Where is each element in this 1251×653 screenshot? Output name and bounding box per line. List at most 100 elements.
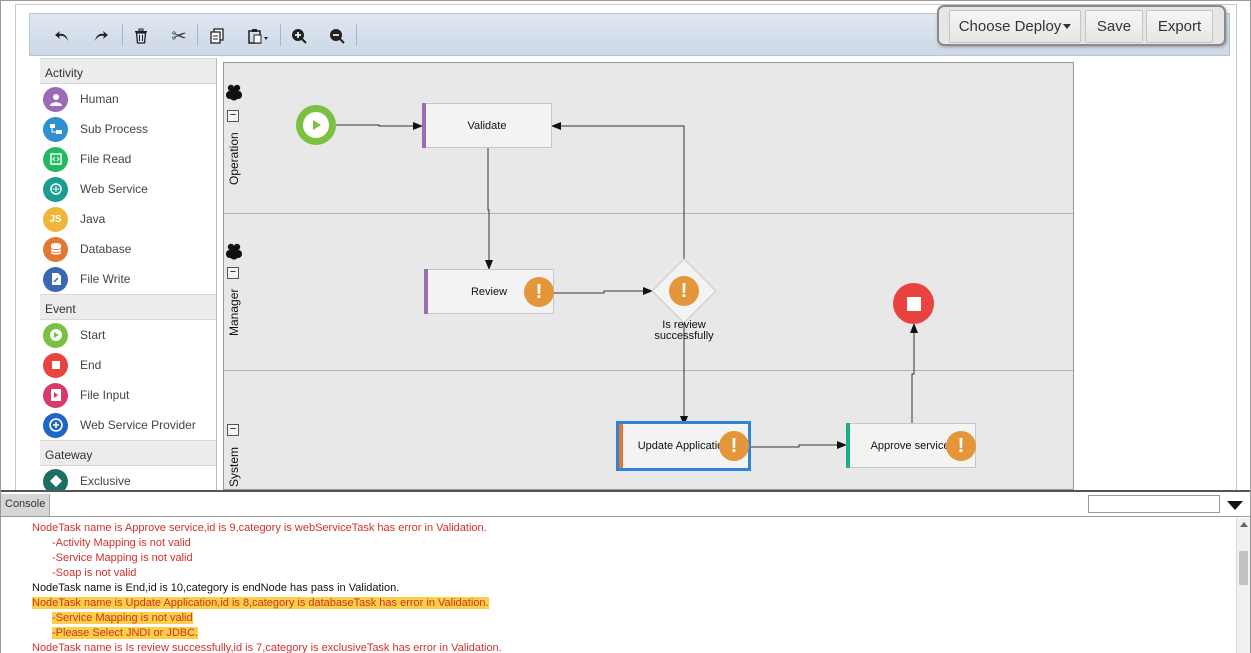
warning-icon[interactable]: !: [669, 276, 699, 306]
start-event-icon: [43, 322, 68, 348]
web-service-provider-icon: [43, 412, 68, 438]
save-button[interactable]: Save: [1085, 10, 1143, 43]
lane-system[interactable]: − System: [224, 371, 1073, 489]
web-service-icon: [43, 176, 68, 202]
action-button-group: Choose Deploy Save Export: [937, 5, 1226, 46]
palette-item-file-write[interactable]: File Write: [40, 264, 216, 294]
redo-icon[interactable]: [86, 24, 116, 48]
copy-icon[interactable]: [202, 24, 232, 48]
end-event-icon: [906, 296, 921, 311]
console-log-line: NodeTask name is Update Application,id i…: [32, 596, 1236, 611]
warning-icon[interactable]: !: [719, 431, 749, 461]
task-label: Review: [470, 285, 508, 298]
end-event[interactable]: [893, 283, 934, 324]
palette-item-label: Database: [80, 242, 132, 256]
task-update-application[interactable]: Update Applicatio !: [616, 421, 751, 471]
palette-item-web-service-provider[interactable]: Web Service Provider: [40, 410, 216, 440]
undo-icon[interactable]: [47, 24, 77, 48]
user-icon: [43, 86, 68, 112]
console-log-line: NodeTask name is End,id is 10,category i…: [32, 581, 1236, 596]
lane-operation[interactable]: − Operation: [224, 63, 1073, 214]
console-log-text: -Service Mapping is not valid: [52, 552, 193, 564]
console-log-text: -Soap is not valid: [52, 567, 137, 579]
palette-item-label: Java: [80, 212, 106, 226]
lane-collapse-button[interactable]: −: [227, 110, 239, 122]
toolbar-separator: [122, 24, 123, 46]
task-label: Approve service: [870, 439, 950, 452]
process-diagram[interactable]: − Operation − Manager − System: [223, 62, 1074, 490]
scissors-icon[interactable]: ✂: [171, 25, 187, 46]
palette-item-human[interactable]: Human: [40, 84, 216, 114]
warning-icon[interactable]: !: [946, 431, 976, 461]
trash-icon[interactable]: [126, 24, 156, 48]
toolbar-separator: [197, 24, 198, 46]
console-toggle-icon[interactable]: [1227, 501, 1243, 510]
palette-item-label: Web Service Provider: [80, 418, 196, 432]
file-write-icon: [43, 266, 68, 292]
task-validate[interactable]: Validate: [422, 103, 552, 148]
exclusive-gateway-icon: [43, 468, 68, 490]
end-event-icon: [43, 352, 68, 378]
task-type-stripe: [846, 423, 850, 468]
palette-item-exclusive[interactable]: Exclusive: [40, 466, 216, 490]
palette-item-file-input[interactable]: File Input: [40, 380, 216, 410]
start-event[interactable]: [296, 105, 336, 145]
toolbar-separator: [356, 24, 357, 46]
flow-gateway-validate: [551, 122, 685, 261]
scroll-up-icon[interactable]: [1240, 522, 1248, 527]
palette-item-sub-process[interactable]: Sub Process: [40, 114, 216, 144]
palette-item-label: File Read: [80, 152, 132, 166]
flow-validate-review: [485, 148, 493, 270]
palette-section-header[interactable]: Gateway: [40, 440, 216, 466]
console-header: Console: [1, 490, 1250, 517]
console-log-line: NodeTask name is Is review successfully,…: [32, 641, 1236, 653]
choose-deploy-button[interactable]: Choose Deploy: [949, 10, 1081, 43]
palette-item-web-service[interactable]: Web Service: [40, 174, 216, 204]
palette-item-database[interactable]: Database: [40, 234, 216, 264]
lane-collapse-button[interactable]: −: [227, 424, 239, 436]
console-filter-input[interactable]: [1088, 495, 1220, 513]
palette-item-file-read[interactable]: File Read: [40, 144, 216, 174]
console-log-text: NodeTask name is End,id is 10,category i…: [32, 582, 400, 594]
flow-review-gateway: [554, 287, 653, 295]
scroll-thumb[interactable]: [1239, 551, 1248, 585]
palette-item-end[interactable]: End: [40, 350, 216, 380]
paste-icon[interactable]: [241, 24, 277, 48]
palette-section-header[interactable]: Event: [40, 294, 216, 320]
console-log: NodeTask name is Approve service,id is 9…: [1, 518, 1236, 653]
database-icon: [43, 236, 68, 262]
console-tab[interactable]: Console: [1, 494, 51, 516]
palette-item-label: Web Service: [80, 182, 148, 196]
task-label: Update Applicatio: [637, 440, 724, 452]
task-approve-service[interactable]: Approve service !: [846, 423, 976, 468]
lane-manager[interactable]: − Manager: [224, 214, 1073, 371]
connectors: [336, 122, 918, 449]
console-log-text: NodeTask name is Update Application,id i…: [32, 597, 489, 609]
palette-item-label: End: [80, 358, 102, 372]
caret-down-icon: [1063, 24, 1072, 29]
warning-icon[interactable]: !: [524, 277, 554, 307]
gateway-label-line: successfully: [654, 330, 714, 342]
file-input-icon: [43, 382, 68, 408]
start-event-icon: [303, 112, 329, 138]
file-read-icon: [43, 146, 68, 172]
zoom-out-icon[interactable]: [322, 24, 352, 48]
console-log-line: -Service Mapping is not valid: [32, 551, 1236, 566]
console-log-line: -Activity Mapping is not valid: [32, 536, 1236, 551]
lane-collapse-button[interactable]: −: [227, 267, 239, 279]
zoom-in-icon[interactable]: [284, 24, 314, 48]
console-log-text: -Activity Mapping is not valid: [52, 537, 191, 549]
gateway-label: Is review successfully: [624, 320, 744, 342]
flow-approve-end: [910, 323, 918, 423]
console-scrollbar[interactable]: [1236, 518, 1250, 653]
palette-item-start[interactable]: Start: [40, 320, 216, 350]
export-button[interactable]: Export: [1146, 10, 1213, 43]
task-review[interactable]: Review !: [424, 269, 554, 314]
palette-item-label: Sub Process: [80, 122, 149, 136]
console-log-text: NodeTask name is Is review successfully,…: [32, 642, 502, 653]
palette-section-header[interactable]: Activity: [40, 58, 216, 84]
gateway-label-line: Is review: [662, 319, 706, 331]
palette-item-label: Human: [80, 92, 119, 106]
task-type-stripe: [619, 424, 623, 468]
